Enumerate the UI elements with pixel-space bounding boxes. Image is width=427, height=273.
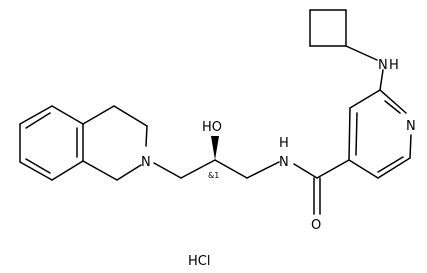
bond-cyclobutyl-nh (345, 45, 378, 61)
amine-n-label: N (378, 58, 388, 73)
cyclobutyl-ring (309, 9, 347, 47)
bond-carbonyl-amide-n (293, 163, 318, 179)
carbonyl-o-label: O (311, 218, 321, 233)
amine-h-label: H (389, 58, 399, 73)
amide-h-label: H (279, 136, 289, 151)
bond-ch2-isoquinoline-n (153, 162, 182, 179)
hydroxyl-label: HO (202, 120, 222, 135)
bond-ch2-stereocenter (214, 159, 248, 179)
benzene-ring (19, 105, 84, 181)
bond-nh-pyridine (379, 69, 384, 91)
tetrahydro-ring (82, 105, 148, 181)
pyridine-n-label: N (406, 119, 416, 134)
isoquinoline-n-label: N (141, 155, 151, 170)
stereo-wedge-bond (211, 136, 219, 160)
bond-stereocenter-ch2 (180, 159, 216, 179)
bond-amide-n-ch2 (246, 161, 280, 179)
counterion-label: HCl (188, 254, 210, 268)
stereo-label: &1 (208, 171, 219, 180)
pyridine-ring (348, 89, 412, 179)
bond-ring-carbonyl (316, 159, 350, 179)
amide-n-label: N (279, 155, 289, 170)
